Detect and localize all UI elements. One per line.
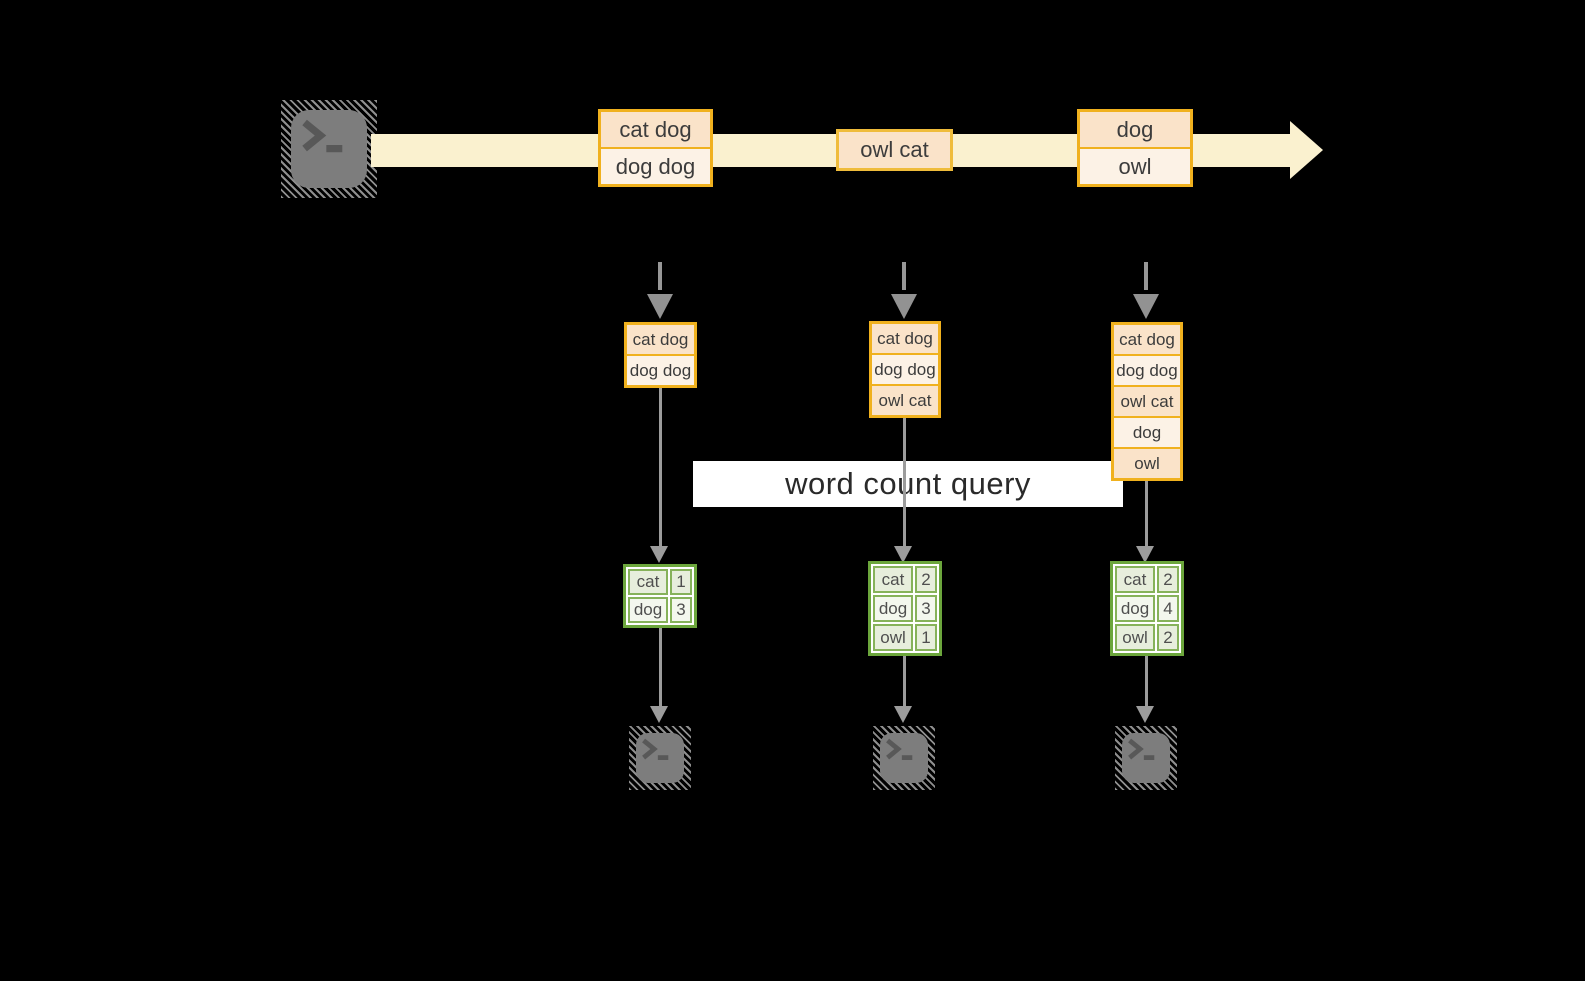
record-cell: dog: [1114, 416, 1180, 447]
flow-line: [659, 386, 662, 546]
count-cell: 4: [1157, 595, 1179, 622]
flow-arrowhead: [894, 706, 912, 723]
terminal-prompt-icon: [1128, 738, 1155, 760]
terminal-prompt-icon: [642, 738, 669, 760]
flow-line: [1145, 653, 1148, 706]
count-cell: 2: [1157, 566, 1179, 593]
flow-arrowhead: [1136, 546, 1154, 563]
count-table-3: cat 2 dog 4 owl 2: [1110, 561, 1184, 656]
record-cell: owl cat: [872, 384, 938, 415]
ingest-arrowhead: [891, 294, 917, 319]
ingest-arrow-dash: [658, 262, 662, 290]
output-terminal-icon-2: [873, 726, 935, 790]
count-cell: 2: [1157, 624, 1179, 651]
ingest-arrow-dash: [1144, 262, 1148, 290]
word-cell: owl: [873, 624, 913, 651]
word-cell: cat: [628, 569, 668, 595]
flow-line: [659, 626, 662, 706]
stream-arrowhead: [1290, 121, 1323, 179]
word-cell: dog: [628, 597, 668, 623]
word-cell: cat: [1115, 566, 1155, 593]
record-cell: owl: [1114, 447, 1180, 478]
record-cell: dog dog: [601, 147, 710, 184]
record-cell: dog dog: [872, 353, 938, 384]
flow-arrowhead: [894, 546, 912, 563]
count-table-2: cat 2 dog 3 owl 1: [868, 561, 942, 656]
stream-record-1: cat dog dog dog: [598, 109, 713, 187]
count-cell: 3: [915, 595, 937, 622]
word-count-query-label: word count query: [693, 461, 1123, 507]
flow-arrowhead: [1136, 706, 1154, 723]
flow-arrowhead: [650, 706, 668, 723]
record-cell: cat dog: [1114, 325, 1180, 354]
record-cell: cat dog: [872, 324, 938, 353]
record-cell: owl cat: [1114, 385, 1180, 416]
ingest-arrowhead: [1133, 294, 1159, 319]
record-cell: cat dog: [601, 112, 710, 147]
word-cell: dog: [1115, 595, 1155, 622]
count-cell: 2: [915, 566, 937, 593]
source-terminal-icon: [281, 100, 377, 198]
record-cell: cat dog: [627, 325, 694, 354]
record-cell: owl: [1080, 147, 1190, 184]
terminal-prompt-icon: [886, 738, 913, 760]
record-cell: dog dog: [627, 354, 694, 385]
word-cell: dog: [873, 595, 913, 622]
flow-arrowhead: [650, 546, 668, 563]
snapshot-stack-2: cat dog dog dog owl cat: [869, 321, 941, 418]
record-cell: owl cat: [839, 132, 950, 168]
output-terminal-icon-1: [629, 726, 691, 790]
flow-line: [1145, 479, 1148, 546]
stream-record-3: dog owl: [1077, 109, 1193, 187]
record-cell: dog: [1080, 112, 1190, 147]
ingest-arrow-dash: [902, 262, 906, 290]
word-cell: owl: [1115, 624, 1155, 651]
count-cell: 3: [670, 597, 692, 623]
flow-line: [903, 653, 906, 706]
snapshot-stack-1: cat dog dog dog: [624, 322, 697, 388]
stream-record-2: owl cat: [836, 129, 953, 171]
word-cell: cat: [873, 566, 913, 593]
count-cell: 1: [670, 569, 692, 595]
snapshot-stack-3: cat dog dog dog owl cat dog owl: [1111, 322, 1183, 481]
count-cell: 1: [915, 624, 937, 651]
count-table-1: cat 1 dog 3: [623, 564, 697, 628]
output-terminal-icon-3: [1115, 726, 1177, 790]
record-cell: dog dog: [1114, 354, 1180, 385]
ingest-arrowhead: [647, 294, 673, 319]
flow-line: [903, 416, 906, 546]
terminal-prompt-icon: [301, 119, 342, 152]
